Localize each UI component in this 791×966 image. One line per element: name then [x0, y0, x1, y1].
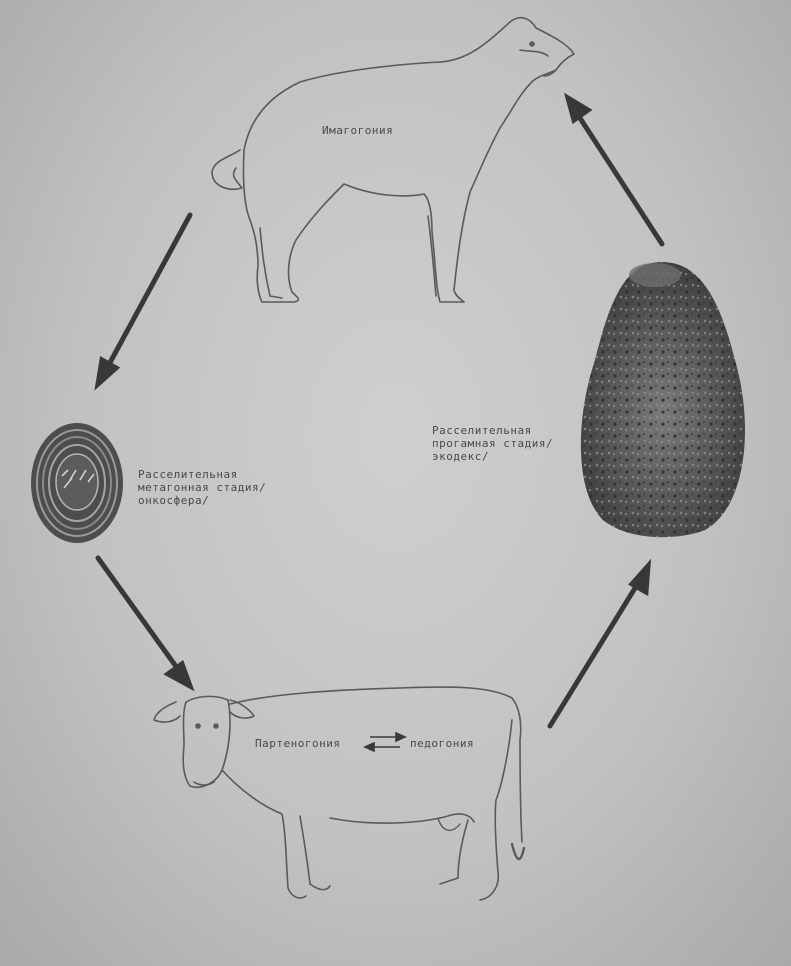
- cyst-icon: [581, 262, 745, 537]
- cow-stage-label-left: Партеногония: [255, 737, 340, 750]
- exchange-arrows-icon: [365, 733, 405, 751]
- arrow-dog-to-egg-icon: [98, 215, 190, 384]
- dog-icon: [212, 18, 574, 302]
- egg-icon: [31, 423, 123, 543]
- arrow-cow-to-cyst-icon: [550, 566, 648, 726]
- cyst-stage-label: Расселительная прогамная стадия/экодекс/: [432, 424, 582, 463]
- arrow-cyst-to-dog-icon: [568, 98, 662, 244]
- egg-stage-label: Расселительная метагонная стадия/онкосфе…: [138, 468, 293, 507]
- cycle-arrows: [98, 98, 662, 726]
- dog-stage-label: Имагогония: [322, 124, 393, 137]
- cow-icon: [154, 687, 524, 900]
- arrow-egg-to-cow-icon: [98, 558, 190, 686]
- cow-stage-label-right: педогония: [410, 737, 474, 750]
